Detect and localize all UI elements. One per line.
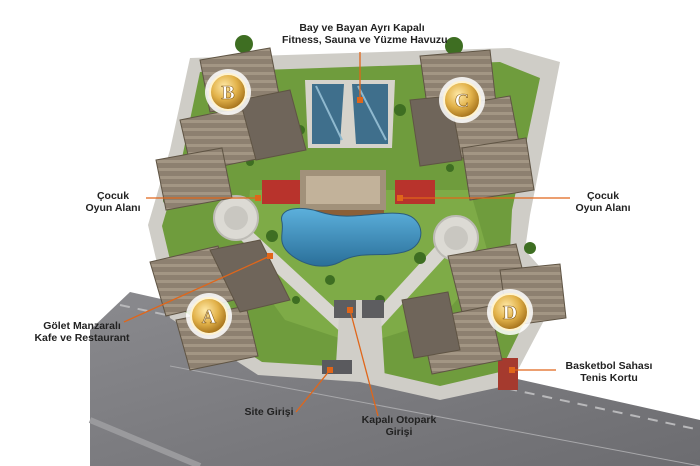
roundabouts — [213, 195, 479, 261]
label-cafe-line1: Gölet Manzaralı — [43, 320, 121, 332]
fitness-building — [305, 80, 395, 148]
leader-lines — [123, 52, 570, 417]
block-badge-a: A — [186, 293, 232, 339]
label-parking-line2: Girişi — [385, 426, 413, 438]
pond — [281, 207, 422, 267]
label-site-entrance: Site Girişi — [236, 406, 302, 418]
label-parking-line1: Kapalı Otopark — [361, 414, 437, 426]
label-fitness-line2: Fitness, Sauna ve Yüzme Havuzu — [282, 34, 448, 46]
label-cafe: Gölet Manzaralı Kafe ve Restaurant — [24, 320, 140, 344]
label-parking: Kapalı Otopark Girişi — [354, 414, 444, 438]
block-badge-d: D — [487, 289, 533, 335]
block-letter-c: C — [455, 90, 469, 112]
label-basketball-line1: Basketbol Sahası — [565, 360, 653, 372]
label-cafe-line2: Kafe ve Restaurant — [34, 332, 130, 344]
label-playground-right-line1: Çocuk — [586, 190, 620, 202]
label-fitness-line1: Bay ve Bayan Ayrı Kapalı — [299, 22, 425, 34]
block-badge-b: B — [205, 69, 251, 115]
block-letter-a: A — [202, 306, 217, 328]
label-fitness: Bay ve Bayan Ayrı Kapalı Fitness, Sauna … — [282, 22, 448, 46]
label-basketball-line2: Tenis Kortu — [580, 372, 638, 384]
label-playground-left-line1: Çocuk — [96, 190, 130, 202]
label-playground-right-line2: Oyun Alanı — [575, 202, 631, 214]
label-basketball: Basketbol Sahası Tenis Kortu — [554, 360, 664, 384]
block-letter-d: D — [503, 302, 517, 324]
block-letter-b: B — [221, 82, 234, 104]
label-playground-right: Çocuk Oyun Alanı — [570, 190, 636, 214]
label-playground-left-line2: Oyun Alanı — [85, 202, 141, 214]
playground-strips — [262, 180, 518, 390]
label-site-entrance-line1: Site Girişi — [244, 406, 294, 418]
label-playground-left: Çocuk Oyun Alanı — [80, 190, 146, 214]
block-badge-c: C — [439, 77, 485, 123]
